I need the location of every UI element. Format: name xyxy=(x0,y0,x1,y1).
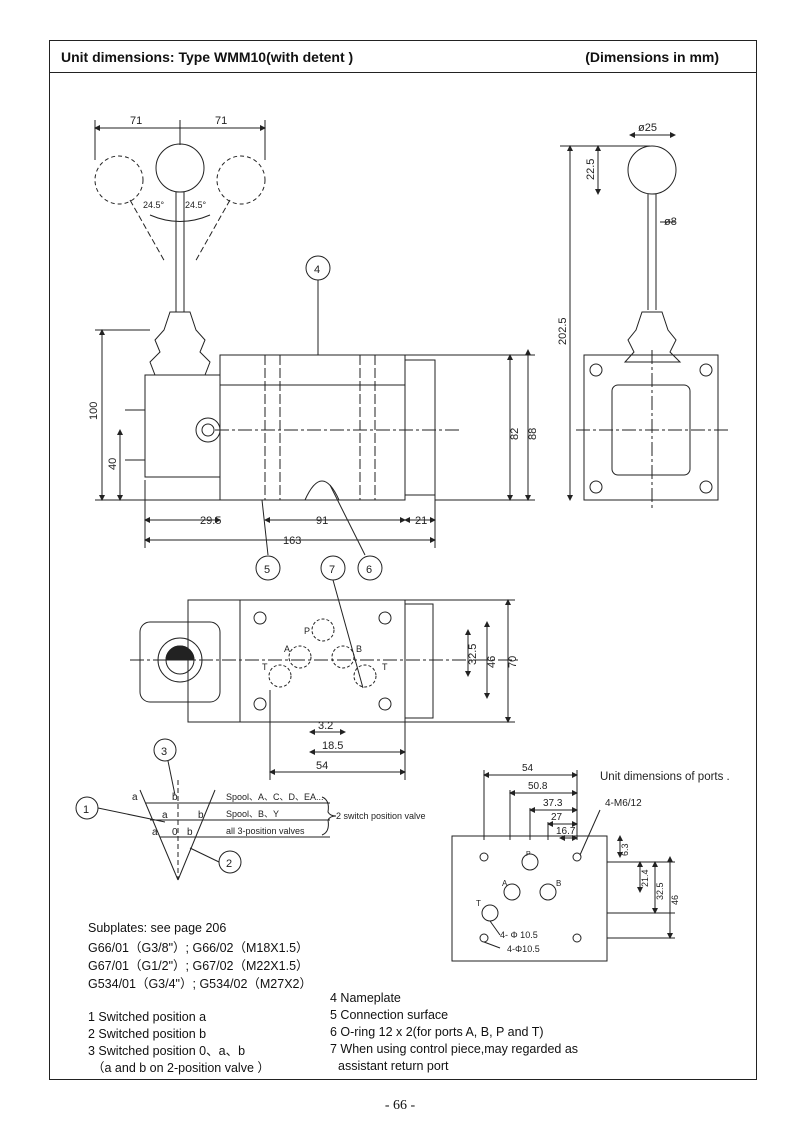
side-view-dimension-labels: 71 71 24.5° 24.5° 100 40 82 88 29.5 91 2… xyxy=(88,115,539,576)
port-view-p: P xyxy=(526,851,531,858)
port-view-t: T xyxy=(476,899,481,908)
subplate-row-3: G534/01（G3/4"）; G534/02（M27X2） xyxy=(88,977,312,991)
callout-5: 5 xyxy=(264,564,270,576)
callout-6: 6 xyxy=(366,564,372,576)
legend-item-6: 6 O-ring 12 x 2(for ports A, B, P and T) xyxy=(330,1025,544,1039)
legend-item-1: 1 Switched position a xyxy=(88,1010,207,1024)
dim-21: 21 xyxy=(415,515,427,527)
port-view-labels: Unit dimensions of ports . 54 50.8 37.3 … xyxy=(476,763,730,954)
port-view xyxy=(451,770,675,962)
dim-dia-8: ø8 xyxy=(664,216,677,228)
angle-left: 24.5° xyxy=(143,200,165,210)
subplate-row-1: G66/01（G3/8"）; G66/02（M18X1.5） xyxy=(88,941,309,955)
end-view-dimension-labels: ø25 22.5 ø8 202.5 xyxy=(557,122,677,345)
legend-item-7: 7 When using control piece,may regarded … xyxy=(330,1042,579,1056)
port-view-a: A xyxy=(502,879,508,888)
spool-line-1: Spool、A、C、D、EA... xyxy=(226,792,324,802)
switch-diagram-labels: 3 1 2 a b a b a 0 b Spool、A、C、D、EA... Sp… xyxy=(83,746,426,870)
legend-item-2: 2 Switched position b xyxy=(88,1027,207,1041)
plan-view-labels: P A B T T 32.5 46 70 3.2 18.5 54 7 xyxy=(262,564,519,772)
legend-item-7-cont: assistant return port xyxy=(338,1059,449,1073)
legend-item-3: 3 Switched position 0、a、b xyxy=(88,1044,246,1058)
page-number: - 66 - xyxy=(384,1098,416,1113)
dim-71-left: 71 xyxy=(130,115,142,127)
port-view-title: Unit dimensions of ports . xyxy=(600,771,730,783)
dim-16-7: 16.7 xyxy=(556,826,576,837)
dim-100: 100 xyxy=(88,402,100,420)
port-view-b: B xyxy=(556,879,561,888)
callout-1: 1 xyxy=(83,804,89,816)
legend-item-3-note: （a and b on 2-position valve ） xyxy=(92,1061,270,1075)
dim-71-right: 71 xyxy=(215,115,227,127)
port-p: P xyxy=(304,626,310,636)
letter-b-1: b xyxy=(172,792,178,803)
subplates-heading: Subplates: see page 206 xyxy=(88,921,227,935)
dim-27: 27 xyxy=(551,812,563,823)
subplate-row-2: G67/01（G1/2"）; G67/02（M22X1.5） xyxy=(88,959,309,973)
side-view xyxy=(94,120,535,581)
dim-70: 70 xyxy=(507,656,519,668)
dim-3-2: 3.2 xyxy=(318,720,333,732)
plan-view xyxy=(130,555,520,780)
header-bar: Unit dimensions: Type WMM10(with detent … xyxy=(49,40,757,73)
port-t-right: T xyxy=(382,662,388,672)
spool-line-3: all 3-position valves xyxy=(226,826,305,836)
hole-label-2: 4-Φ10.5 xyxy=(507,944,540,954)
thread-label: 4-M6/12 xyxy=(605,798,642,809)
legend-item-4: 4 Nameplate xyxy=(330,991,401,1005)
letter-a-2: a xyxy=(162,810,168,821)
callout-7: 7 xyxy=(329,564,335,576)
dim-54: 54 xyxy=(316,760,328,772)
letter-a-1: a xyxy=(132,792,138,803)
dim-88: 88 xyxy=(527,428,539,440)
letter-b-2: b xyxy=(198,810,204,821)
dim-32-5-port: 32.5 xyxy=(655,882,665,900)
dim-46: 46 xyxy=(486,656,498,668)
letter-0: 0 xyxy=(172,827,178,838)
dim-46-port: 46 xyxy=(670,895,680,905)
dim-dia-25: ø25 xyxy=(638,122,657,134)
spool-line-2: Spool、B、Y xyxy=(226,809,279,819)
hole-label-1: 4- Φ 10.5 xyxy=(500,930,538,940)
units-note: (Dimensions in mm) xyxy=(585,49,719,65)
dim-18-5: 18.5 xyxy=(322,740,343,752)
letter-b-3: b xyxy=(187,827,193,838)
angle-right: 24.5° xyxy=(185,200,207,210)
port-a: A xyxy=(284,644,290,654)
legend-item-5: 5 Connection surface xyxy=(330,1008,449,1022)
callout-3: 3 xyxy=(161,746,167,758)
dim-21-4: 21.4 xyxy=(640,869,650,887)
callout-2: 2 xyxy=(226,858,232,870)
switch-position-diagram xyxy=(75,738,337,881)
end-view xyxy=(560,132,728,510)
letter-a-3: a xyxy=(152,827,158,838)
dim-82: 82 xyxy=(509,428,521,440)
callout-4: 4 xyxy=(314,264,320,276)
page-frame xyxy=(49,40,757,1080)
dim-37-3: 37.3 xyxy=(543,798,563,809)
port-t-left: T xyxy=(262,662,268,672)
dim-163: 163 xyxy=(283,535,301,547)
brace-label: 2 switch position valve xyxy=(336,811,426,821)
dim-29-5: 29.5 xyxy=(200,515,221,527)
dim-54-port: 54 xyxy=(522,763,534,774)
dim-6-3: 6.3 xyxy=(620,843,630,856)
dim-91: 91 xyxy=(316,515,328,527)
dim-50-8: 50.8 xyxy=(528,781,548,792)
dim-22-5: 22.5 xyxy=(585,159,597,180)
page-title: Unit dimensions: Type WMM10(with detent … xyxy=(61,49,354,65)
dim-32-5: 32.5 xyxy=(467,644,479,665)
dim-40: 40 xyxy=(107,458,119,470)
port-b: B xyxy=(356,644,362,654)
dim-202-5: 202.5 xyxy=(557,317,569,345)
